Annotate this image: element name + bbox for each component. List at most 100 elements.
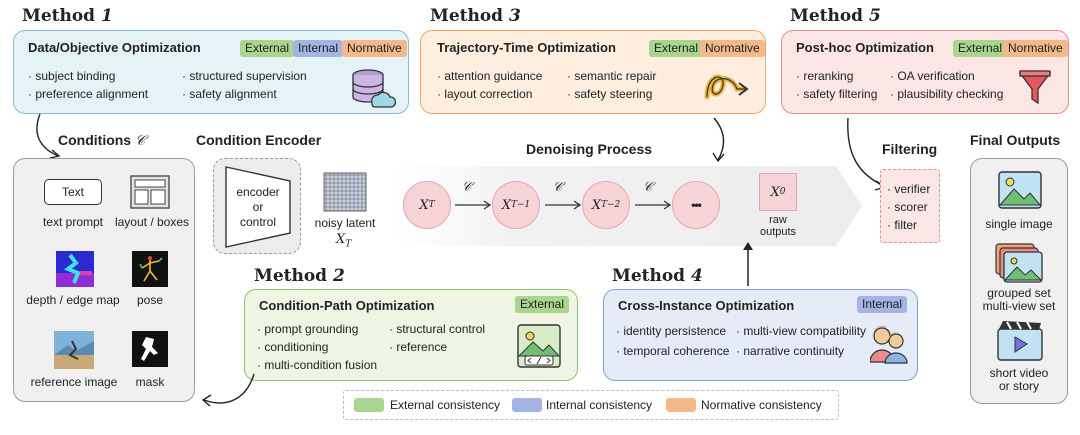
bullet: · temporal coherence	[616, 344, 730, 358]
legend-swatch-external	[354, 398, 384, 412]
method-5-title: Post-hoc Optimization	[796, 40, 934, 55]
condition-symbol: 𝒞	[462, 180, 472, 195]
depth-map-icon	[56, 251, 94, 287]
encoder-label: encoder or control	[236, 185, 280, 229]
noisy-latent-label: noisy latent	[314, 216, 376, 230]
condition-label: depth / edge map	[26, 293, 120, 307]
bullet: · structured supervision	[182, 69, 307, 83]
tag-external: External	[649, 40, 704, 57]
bullet: · plausibility checking	[890, 87, 1004, 101]
denoising-title: Denoising Process	[526, 141, 653, 157]
output-label: single image	[985, 217, 1053, 231]
method-4-box: Cross-Instance Optimization Internal · i…	[603, 289, 918, 381]
tag-normative: Normative	[342, 40, 407, 57]
method-4-title: Cross-Instance Optimization	[618, 298, 795, 313]
noisy-latent-image	[323, 172, 367, 212]
filtering-title: Filtering	[882, 141, 938, 157]
method-3-title: Trajectory-Time Optimization	[437, 40, 616, 55]
bullet: · attention guidance	[437, 69, 543, 83]
noisy-latent-var: XT	[336, 232, 352, 250]
condition-label: reference image	[30, 375, 118, 389]
condition-label: mask	[135, 375, 165, 389]
bullet: · narrative continuity	[736, 344, 845, 358]
bullet: · semantic repair	[567, 69, 657, 83]
tag-external: External	[515, 296, 570, 313]
funnel-icon	[1018, 70, 1052, 105]
bullet: · prompt grounding	[257, 322, 359, 336]
method-1-heading: Method 1	[22, 6, 113, 26]
text-chip: Text	[44, 179, 102, 205]
method-5-box: Post-hoc Optimization External Normative…	[781, 30, 1069, 114]
bullet: · safety filtering	[796, 87, 878, 101]
bullet: · subject binding	[28, 69, 116, 83]
tag-external: External	[953, 40, 1008, 57]
bullet: · reranking	[796, 69, 854, 83]
bullet: · multi-view compatibility	[736, 324, 867, 338]
pose-icon	[132, 251, 168, 287]
final-outputs-panel: single image grouped set multi-view set …	[970, 158, 1068, 404]
legend: External consistency Internal consistenc…	[343, 390, 839, 420]
filter-item: · filter	[887, 218, 917, 232]
bullet: · safety alignment	[182, 87, 277, 101]
method-2-heading: Method 2	[254, 266, 345, 286]
arrow-m4-to-denoising	[743, 242, 753, 286]
final-outputs-title: Final Outputs	[970, 132, 1061, 148]
video-icon	[997, 321, 1043, 361]
method-2-title: Condition-Path Optimization	[259, 298, 435, 313]
bullet: · structural control	[389, 322, 486, 336]
step-arrows	[455, 200, 672, 210]
method-2-box: Condition-Path Optimization External · p…	[244, 289, 578, 381]
condition-label: layout / boxes	[114, 215, 190, 229]
bullet: · layout correction	[437, 87, 533, 101]
condition-label: text prompt	[42, 215, 104, 229]
legend-label: External consistency	[390, 398, 501, 412]
conditions-title: Conditions 𝒞	[58, 132, 146, 149]
condition-symbol: 𝒞	[643, 180, 653, 195]
bullet: · multi-condition fusion	[257, 358, 378, 372]
trajectory-icon	[704, 74, 749, 100]
reference-image-icon	[54, 331, 94, 369]
method-4-heading: Method 4	[612, 266, 703, 286]
image-code-icon	[517, 324, 561, 368]
bullet: · OA verification	[890, 69, 975, 83]
filter-item: · verifier	[887, 182, 931, 196]
single-image-icon	[998, 171, 1042, 209]
method-3-heading: Method 3	[430, 6, 521, 26]
arrow-m1-to-conditions	[36, 113, 61, 159]
mask-icon	[132, 331, 168, 367]
tag-internal: Internal	[293, 40, 344, 57]
encoder-panel: encoder or control	[213, 158, 301, 254]
grouped-images-icon	[995, 243, 1043, 283]
bullet: · preference alignment	[28, 87, 149, 101]
tag-internal: Internal	[857, 296, 908, 313]
legend-swatch-normative	[666, 398, 696, 412]
layout-icon	[130, 175, 170, 209]
bullet: · conditioning	[257, 340, 329, 354]
output-label: grouped set multi-view set	[982, 286, 1056, 313]
encoder-title: Condition Encoder	[196, 132, 322, 148]
method-1-box: Data/Objective Optimization External Int…	[13, 30, 409, 114]
legend-swatch-internal	[512, 398, 542, 412]
bullet: · safety steering	[567, 87, 653, 101]
database-cloud-icon	[352, 69, 396, 108]
tag-external: External	[240, 40, 295, 57]
conditions-panel: Text text prompt layout / boxes depth / …	[13, 158, 195, 402]
arrow-m2-to-conditions	[201, 373, 255, 407]
output-label: short video or story	[989, 366, 1049, 393]
bullet: · reference	[389, 340, 448, 354]
raw-outputs-label: raw outputs	[759, 214, 797, 238]
condition-symbol: 𝒞	[553, 180, 563, 195]
condition-label: pose	[136, 293, 164, 307]
arrow-m3-to-denoising	[712, 117, 725, 163]
tag-normative: Normative	[700, 40, 765, 57]
tag-normative: Normative	[1003, 40, 1068, 57]
people-icon	[870, 325, 908, 364]
filter-item: · scorer	[887, 200, 928, 214]
encoder-trapezoid	[225, 166, 291, 248]
method-3-box: Trajectory-Time Optimization External No…	[420, 30, 766, 114]
filtering-box: · verifier · scorer · filter	[880, 169, 940, 243]
